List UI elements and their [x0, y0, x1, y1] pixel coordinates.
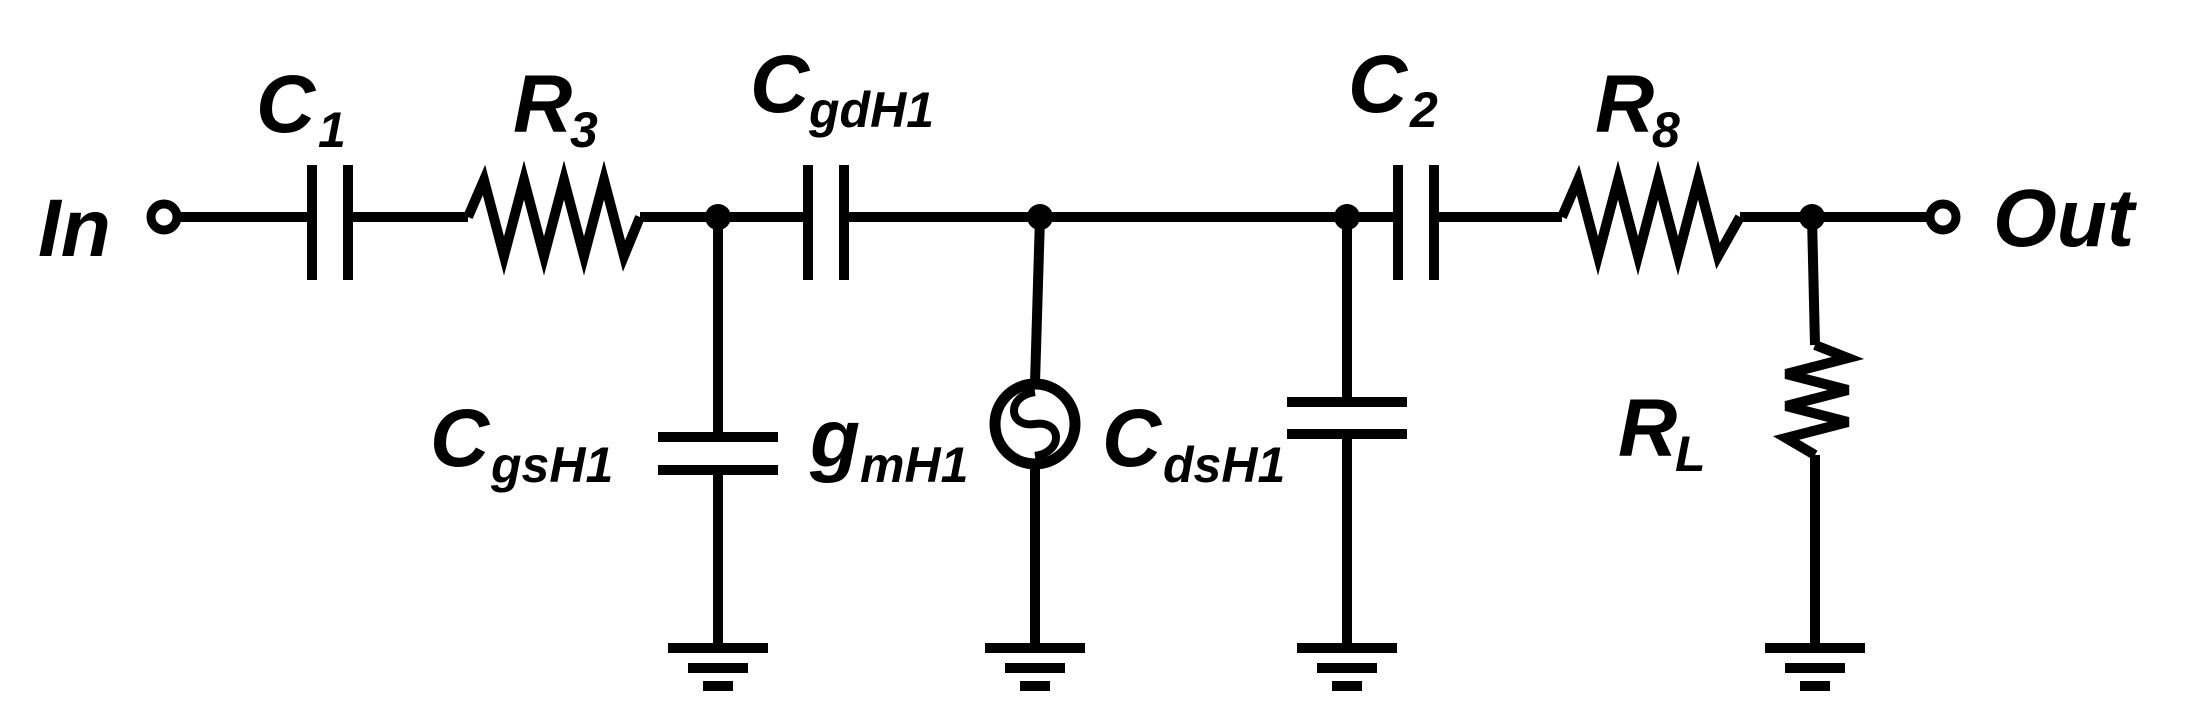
label-rl-base: R — [1618, 383, 1677, 474]
label-cgsh1-base: C — [430, 393, 491, 484]
resistor-icon — [1557, 160, 1745, 276]
resistor-icon — [463, 160, 645, 276]
label-cdsh1: C dsH1 — [1102, 393, 1285, 493]
output-label: Out — [1993, 173, 2138, 264]
ground-icon — [668, 643, 768, 691]
label-r8: R 8 — [1595, 59, 1680, 158]
ground-icon — [1765, 643, 1865, 691]
wire-branch-gm-top — [1030, 216, 1045, 384]
capacitor-icon — [658, 432, 778, 475]
label-cgdh1-sub: gdH1 — [808, 82, 934, 138]
label-cgsh1: C gsH1 — [430, 393, 613, 493]
wire-branch-rl-top — [1807, 216, 1820, 346]
capacitor-icon — [803, 165, 849, 280]
junction-dot — [1799, 204, 1825, 230]
label-r8-sub: 8 — [1652, 102, 1680, 158]
label-cgdh1: C gdH1 — [750, 39, 934, 138]
junction-dot — [705, 204, 731, 230]
ground-icon — [1297, 643, 1397, 691]
label-c1: C 1 — [256, 59, 346, 158]
label-r3: R 3 — [513, 59, 598, 158]
label-gmh1-sub: mH1 — [860, 437, 968, 493]
label-c1-sub: 1 — [318, 102, 346, 158]
ground-icon — [985, 643, 1085, 691]
label-c2: C 2 — [1348, 39, 1438, 138]
label-c2-sub: 2 — [1409, 82, 1438, 138]
capacitor-icon — [1393, 165, 1439, 280]
junction-dot — [1334, 204, 1360, 230]
label-r3-sub: 3 — [570, 102, 598, 158]
label-c1-base: C — [256, 59, 317, 150]
capacitor-icon — [307, 165, 353, 280]
label-cdsh1-base: C — [1102, 393, 1163, 484]
label-rl: R L — [1618, 383, 1706, 482]
label-c2-base: C — [1348, 39, 1409, 130]
label-r3-base: R — [513, 59, 572, 150]
resistor-icon — [1773, 340, 1865, 460]
label-cgsh1-sub: gsH1 — [490, 437, 613, 493]
output-terminal-icon — [1925, 199, 1961, 235]
capacitor-icon — [1287, 397, 1407, 439]
input-terminal-icon — [146, 199, 182, 235]
label-r8-base: R — [1595, 59, 1654, 150]
label-gmh1-base: g — [809, 393, 860, 484]
label-cgdh1-base: C — [750, 39, 811, 130]
label-rl-sub: L — [1675, 426, 1706, 482]
input-label: In — [38, 183, 111, 274]
junction-dots — [705, 204, 1825, 230]
label-cdsh1-sub: dsH1 — [1163, 437, 1285, 493]
label-gmh1: g mH1 — [809, 393, 968, 493]
junction-dot — [1027, 204, 1053, 230]
current-source-icon — [989, 378, 1081, 470]
